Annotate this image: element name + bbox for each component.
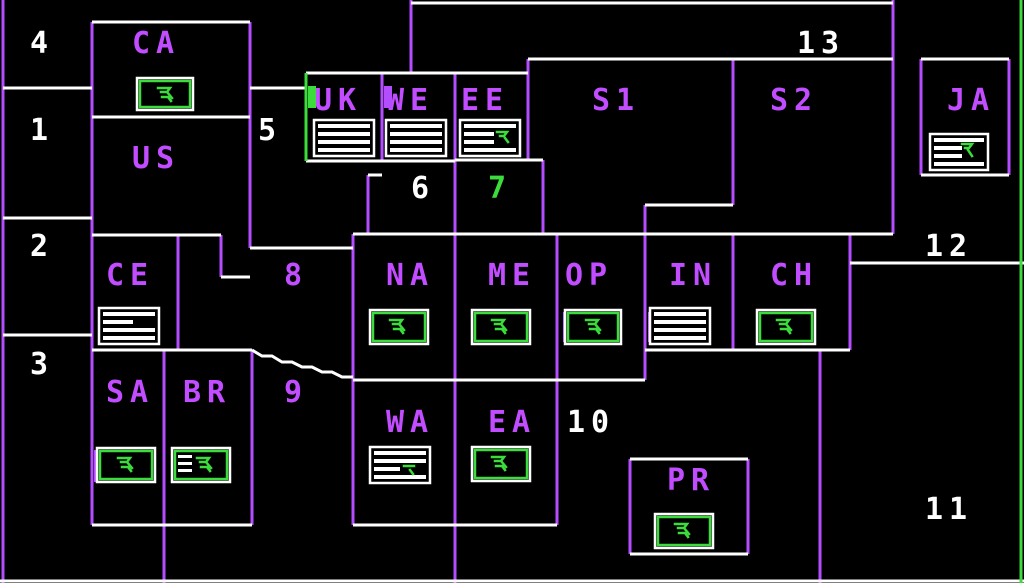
sea-zone-10[interactable]: 10 xyxy=(567,405,615,440)
label-wa: WA xyxy=(386,405,434,440)
sea-zone-6[interactable]: 6 xyxy=(411,171,435,206)
sea-zone-12[interactable]: 12 xyxy=(925,229,973,264)
emblem-icon[interactable] xyxy=(755,308,817,346)
label-br: BR xyxy=(183,375,231,410)
sea-zone-9[interactable]: 9 xyxy=(284,375,308,410)
sea-zone-1[interactable]: 1 xyxy=(30,113,54,148)
label-op: OP xyxy=(565,258,613,293)
sea-zone-2[interactable]: 2 xyxy=(30,229,54,264)
flag-icon[interactable] xyxy=(170,446,232,484)
label-na: NA xyxy=(386,258,434,293)
label-ea: EA xyxy=(488,405,536,440)
label-ee: EE xyxy=(461,83,509,118)
label-s2: S2 xyxy=(770,83,818,118)
flag-icon[interactable] xyxy=(97,306,161,346)
label-me: ME xyxy=(488,258,536,293)
flag-icon[interactable] xyxy=(928,132,990,172)
label-ch: CH xyxy=(770,258,818,293)
region-us[interactable] xyxy=(92,117,250,235)
label-sa: SA xyxy=(106,375,154,410)
label-pr: PR xyxy=(667,463,715,498)
region-na[interactable] xyxy=(353,235,455,380)
emblem-icon[interactable] xyxy=(563,308,623,346)
territory-markers xyxy=(94,76,990,550)
emblem-icon[interactable] xyxy=(135,76,195,112)
sea-zone-labels: 4 1 2 3 5 6 7 8 9 10 11 12 13 xyxy=(30,26,973,527)
sea-zone-3[interactable]: 3 xyxy=(30,347,54,382)
label-s1: S1 xyxy=(592,83,640,118)
flag-icon[interactable] xyxy=(458,118,522,158)
sea-zone-7[interactable]: 7 xyxy=(488,171,512,206)
label-ca: CA xyxy=(132,26,180,61)
flag-icon[interactable] xyxy=(368,445,432,485)
label-we: WE xyxy=(386,83,434,118)
sea-zone-5[interactable]: 5 xyxy=(258,113,282,148)
flag-icon[interactable] xyxy=(648,306,712,346)
region-labels: CA US UK WE EE S1 S2 JA CE NA ME OP IN C… xyxy=(106,26,995,498)
region-op[interactable] xyxy=(557,235,645,380)
sea-zone-4[interactable]: 4 xyxy=(30,26,54,61)
emblem-icon[interactable] xyxy=(470,308,532,346)
region-s1[interactable] xyxy=(528,59,733,160)
flag-icon[interactable] xyxy=(308,86,376,158)
sea-zone-8[interactable]: 8 xyxy=(284,258,308,293)
sea-zone-11[interactable]: 11 xyxy=(925,492,973,527)
emblem-icon[interactable] xyxy=(94,446,157,484)
region-s2[interactable] xyxy=(733,59,893,234)
label-in: IN xyxy=(669,258,717,293)
label-us: US xyxy=(132,141,180,176)
emblem-icon[interactable] xyxy=(368,308,430,346)
label-ja: JA xyxy=(947,83,995,118)
emblem-icon[interactable] xyxy=(653,512,715,550)
label-uk: UK xyxy=(314,83,362,118)
label-ce: CE xyxy=(106,258,154,293)
region-sa[interactable] xyxy=(92,350,164,525)
region-br[interactable] xyxy=(164,350,252,525)
region-me[interactable] xyxy=(455,235,557,380)
emblem-icon[interactable] xyxy=(470,445,532,483)
sea-zone-13[interactable]: 13 xyxy=(797,26,845,61)
flag-icon[interactable] xyxy=(384,86,448,158)
